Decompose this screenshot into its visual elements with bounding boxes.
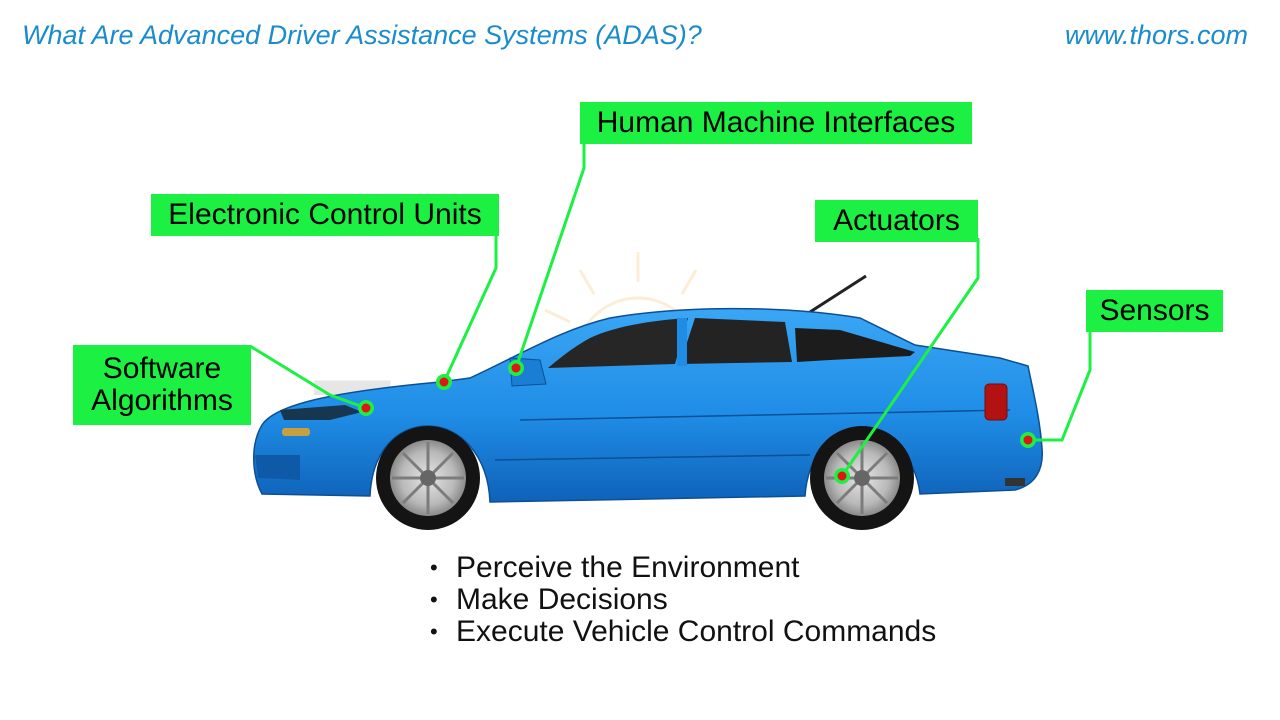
rear-window [795,328,915,362]
rear-exhaust [1005,478,1025,486]
marker-actuators [834,468,850,484]
body-crease [494,454,811,461]
connector-sensors [1028,330,1092,442]
callout-electronic-control-units: Electronic Control Units [151,194,499,236]
rear-door-window [680,318,792,364]
pillar [677,318,687,366]
connector-ecu [442,234,498,383]
front-door-window [548,318,688,368]
list-item: Make Decisions [430,584,936,616]
callout-human-machine-interfaces: Human Machine Interfaces [580,102,972,144]
list-item: Execute Vehicle Control Commands [430,616,936,648]
headlight [280,405,362,420]
tail-light [984,383,1008,421]
marker-ecu [436,374,452,390]
connector-software [249,344,367,410]
page-title: What Are Advanced Driver Assistance Syst… [22,20,702,50]
connector-hmi [514,142,586,369]
front-grille [255,455,300,480]
rear-wheel [810,426,914,530]
function-list: Perceive the Environment Make Decisions … [430,552,936,648]
callout-actuators: Actuators [815,200,978,242]
marker-software [358,400,374,416]
door-line [519,409,1011,421]
website-link[interactable]: www.thors.com [1064,20,1248,50]
front-wheel [376,426,480,530]
callout-sensors: Sensors [1086,290,1223,332]
marker-sensors [1020,432,1036,448]
list-item: Perceive the Environment [430,552,936,584]
markers [358,360,1036,484]
marker-hmi [508,360,524,376]
callout-software-algorithms: Software Algorithms [73,345,251,425]
antenna [809,274,867,314]
fog-light [282,428,310,436]
connector-lines [249,142,1092,477]
connector-actuators [840,238,980,477]
car-illustration [253,274,1043,530]
